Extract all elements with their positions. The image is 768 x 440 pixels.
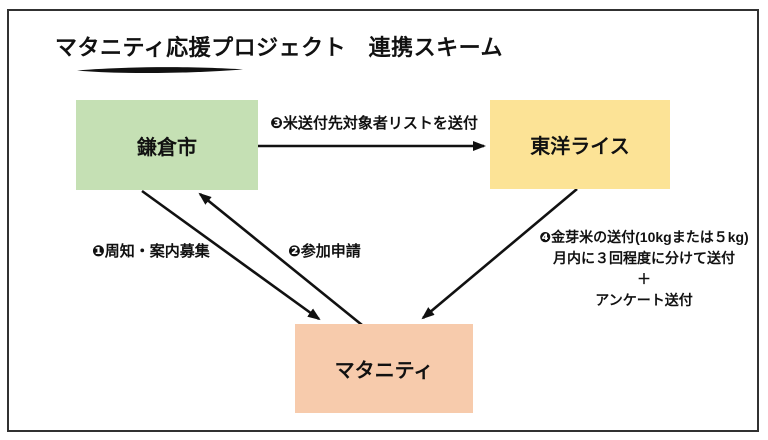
edge-label-rice-delivery-line3: ＋ [637,271,651,287]
node-kamakura-city: 鎌倉市 [76,100,258,190]
node-toyo-rice-label: 東洋ライス [530,136,630,158]
edge-label-rice-delivery-line4: アンケート送付 [595,292,693,308]
node-maternity-label: マタニティ [334,360,434,382]
edge-label-send-recipient-list: ❸米送付先対象者リストを送付 [270,115,478,132]
edge-label-rice-delivery-line1: ❹金芽米の送付(10kgまたは５kg) [539,229,749,245]
node-toyo-rice: 東洋ライス [490,100,670,189]
diagram-border [7,9,759,432]
page-title: マタニティ応援プロジェクト 連携スキーム [55,35,504,60]
edge-label-rice-delivery: ❹金芽米の送付(10kgまたは５kg) 月内に３回程度に分けて送付 ＋ アンケー… [526,227,762,311]
edge-label-notice-recruit: ❶周知・案内募集 [92,243,210,260]
node-maternity: マタニティ [295,324,473,413]
edge-label-participation-apply: ❷参加申請 [288,243,361,260]
edge-label-rice-delivery-line2: 月内に３回程度に分けて送付 [553,250,735,266]
node-kamakura-label: 鎌倉市 [137,136,197,159]
